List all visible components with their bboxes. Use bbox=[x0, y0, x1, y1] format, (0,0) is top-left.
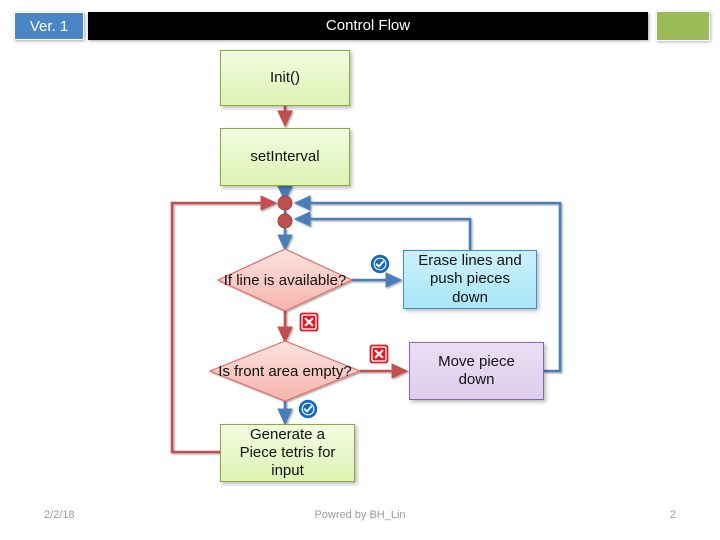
node-move-piece-down[interactable]: Move piece down bbox=[409, 342, 544, 400]
junction-dot-a bbox=[277, 195, 293, 211]
accent-color-box bbox=[656, 11, 710, 41]
footer-credit: Powred by BH_Lin bbox=[314, 509, 406, 521]
node-move-piece-down-label-2: down bbox=[458, 371, 495, 388]
node-is-front-empty[interactable]: Is front area empty? bbox=[210, 341, 360, 401]
decision-line-available-shape bbox=[216, 248, 354, 312]
node-generate-piece-label-3: input bbox=[271, 462, 304, 480]
check-icon bbox=[298, 399, 318, 419]
node-is-front-empty-label: Is front area empty? bbox=[218, 362, 352, 380]
junction-dot-b bbox=[277, 213, 293, 229]
footer-date: 2/2/18 bbox=[44, 509, 75, 521]
node-erase-lines-label-2: push pieces bbox=[429, 270, 511, 288]
node-init-label: Init() bbox=[270, 68, 300, 86]
node-generate-piece-label-1: Generate a bbox=[249, 425, 326, 443]
cross-icon bbox=[369, 344, 389, 364]
decision-shapes bbox=[208, 248, 362, 402]
node-generate-piece[interactable]: Generate a Piece tetris for input bbox=[220, 424, 355, 482]
node-erase-lines-label-1: Erase lines and bbox=[418, 252, 522, 270]
junction-dots bbox=[277, 195, 293, 229]
node-setinterval[interactable]: setInterval bbox=[220, 128, 350, 186]
wire-erase-loop-back bbox=[293, 211, 472, 251]
node-erase-lines-label-3: down bbox=[452, 288, 488, 306]
decision-front-empty-shape bbox=[208, 340, 362, 402]
node-erase-lines[interactable]: Erase lines and push pieces down bbox=[403, 250, 537, 309]
node-setinterval-label: setInterval bbox=[250, 147, 320, 165]
wire-move-loop-back bbox=[293, 195, 562, 373]
node-move-piece-down-label-1: Move piece bbox=[438, 352, 515, 370]
node-if-line-available-label: If line is available? bbox=[223, 271, 347, 289]
wire-generate-loop-back bbox=[170, 195, 278, 454]
check-icon bbox=[370, 254, 390, 274]
node-generate-piece-label-2: Piece tetris for bbox=[239, 443, 336, 461]
version-badge: Ver. 1 bbox=[14, 12, 84, 40]
node-init[interactable]: Init() bbox=[220, 50, 350, 106]
cross-icon bbox=[299, 312, 319, 332]
node-if-line-available[interactable]: If line is available? bbox=[218, 249, 352, 311]
slide-title: Control Flow bbox=[88, 12, 648, 40]
footer-page-number: 2 bbox=[669, 509, 676, 521]
